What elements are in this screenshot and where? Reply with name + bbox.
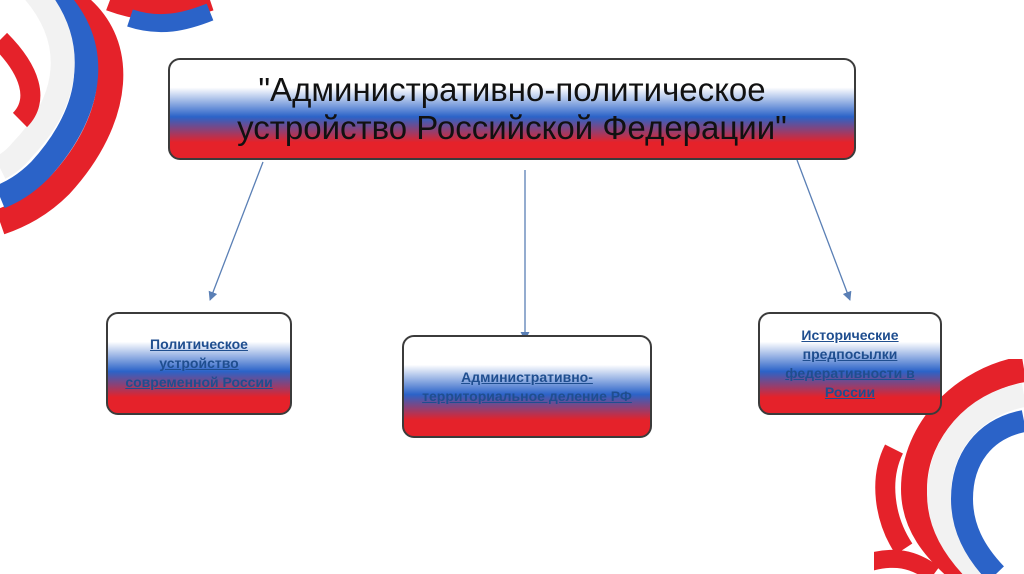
node-political-structure-link[interactable]: Политическое устройство современной Росс… xyxy=(125,336,273,390)
arrow-right xyxy=(796,159,852,301)
node-political-structure[interactable]: Политическое устройство современной Росс… xyxy=(106,312,292,415)
diagram-title: "Административно-политическое устройство… xyxy=(237,71,787,146)
node-historical-prerequisites-link[interactable]: Исторические предпосылки федеративности … xyxy=(785,326,915,400)
title-box: "Административно-политическое устройство… xyxy=(168,58,856,160)
arrow-left xyxy=(208,161,264,301)
flag-ribbon-top-left xyxy=(0,0,214,235)
flag-ribbon-bottom-right xyxy=(874,359,1024,574)
node-administrative-division[interactable]: Административно-территориальное деление … xyxy=(402,335,652,438)
node-historical-prerequisites[interactable]: Исторические предпосылки федеративности … xyxy=(758,312,942,415)
node-administrative-division-link[interactable]: Административно-территориальное деление … xyxy=(422,368,632,404)
